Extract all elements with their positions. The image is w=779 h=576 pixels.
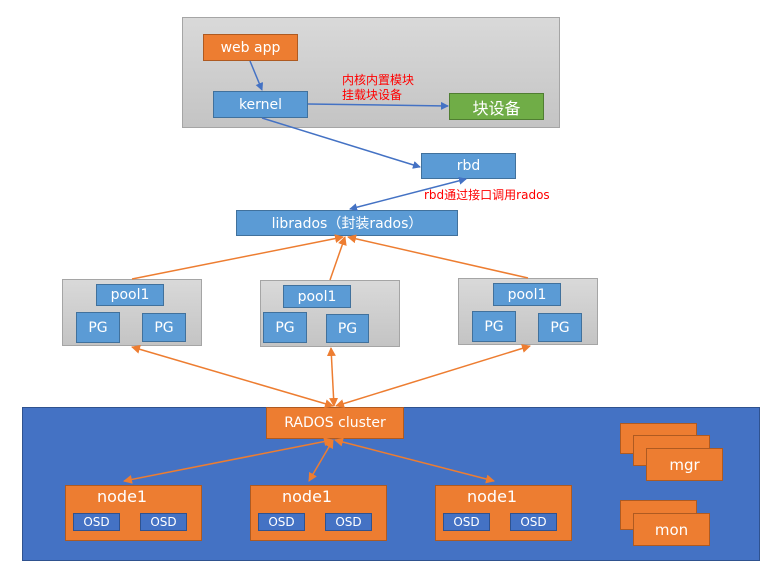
pg-box-1a: PG xyxy=(76,312,120,343)
pg-box-2a: PG xyxy=(263,312,307,343)
node-label-2: node1 xyxy=(282,487,333,506)
arrow-cluster-pool3 xyxy=(335,344,531,408)
pool-box-3: pool1 xyxy=(493,283,561,306)
pg-box-3b: PG xyxy=(538,313,582,342)
mgr-box: mgr xyxy=(646,448,723,481)
kernel-annotation-line2: 挂载块设备 xyxy=(342,88,403,102)
pg-box-3a: PG xyxy=(472,311,516,342)
block-device-box: 块设备 xyxy=(449,93,544,120)
rbd-annotation: rbd通过接口调用rados xyxy=(424,188,550,202)
pg-box-2b: PG xyxy=(326,314,369,343)
osd-box-2b: OSD xyxy=(325,513,372,531)
arrow-cluster-pool2 xyxy=(326,347,339,407)
rados-cluster-box: RADOS cluster xyxy=(266,407,404,439)
kernel-box: kernel xyxy=(213,91,308,118)
pg-box-1b: PG xyxy=(142,313,186,342)
rbd-box: rbd xyxy=(421,153,516,179)
pool-box-1: pool1 xyxy=(96,284,164,306)
osd-box-3b: OSD xyxy=(510,513,557,531)
node-label-3: node1 xyxy=(467,487,518,506)
mon-box: mon xyxy=(633,513,710,546)
node-label-1: node1 xyxy=(97,487,148,506)
arrow-pool2-librados xyxy=(329,236,347,281)
pool-box-2: pool1 xyxy=(283,285,351,308)
web-app-box: web app xyxy=(203,34,298,61)
osd-box-1a: OSD xyxy=(73,513,120,531)
osd-box-3a: OSD xyxy=(443,513,490,531)
kernel-annotation-line1: 内核内置模块 xyxy=(342,73,415,87)
arrow-cluster-pool1 xyxy=(131,344,334,409)
arrow-pool1-librados xyxy=(131,234,344,280)
osd-box-2a: OSD xyxy=(258,513,305,531)
osd-box-1b: OSD xyxy=(140,513,187,531)
librados-box: librados（封装rados） xyxy=(236,210,458,236)
arrow-pool3-librados xyxy=(347,234,529,279)
